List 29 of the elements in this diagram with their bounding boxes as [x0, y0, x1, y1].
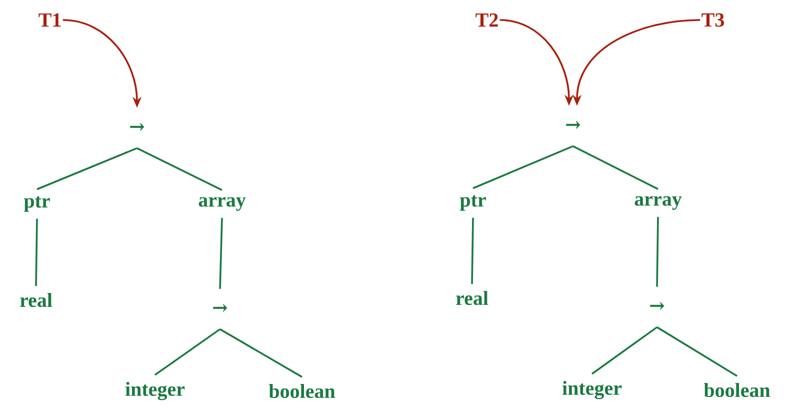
constructor-arrow: → — [650, 302, 664, 310]
label-text: T1 — [38, 13, 61, 27]
tree-line — [35, 218, 38, 286]
type-label: real — [456, 290, 488, 306]
type-label: integer — [562, 380, 622, 400]
type-label: boolean — [704, 382, 770, 398]
tree-line — [36, 147, 138, 190]
tree-line — [656, 326, 738, 377]
type-label: boolean — [268, 384, 336, 398]
tree-line — [220, 328, 302, 378]
tree-line — [154, 328, 221, 376]
tree-line — [472, 145, 574, 190]
constructor-arrow: → — [130, 123, 144, 131]
type-label: integer — [125, 382, 185, 400]
type-label: ptr — [460, 195, 486, 211]
tree-line — [572, 145, 658, 190]
tree-line — [219, 218, 223, 289]
constructor-arrow: → — [213, 304, 228, 312]
type-label: array — [634, 196, 682, 210]
label-text: T2 — [476, 13, 498, 27]
tree-line — [471, 218, 474, 284]
tree-line — [591, 326, 658, 375]
type-label: array — [198, 197, 246, 211]
tree-line — [656, 216, 659, 287]
type-label: ptr — [24, 196, 50, 212]
constructor-arrow: → — [566, 120, 580, 129]
label-text: T3 — [702, 13, 724, 27]
tree-line — [136, 147, 222, 191]
type-label: real — [20, 292, 52, 308]
